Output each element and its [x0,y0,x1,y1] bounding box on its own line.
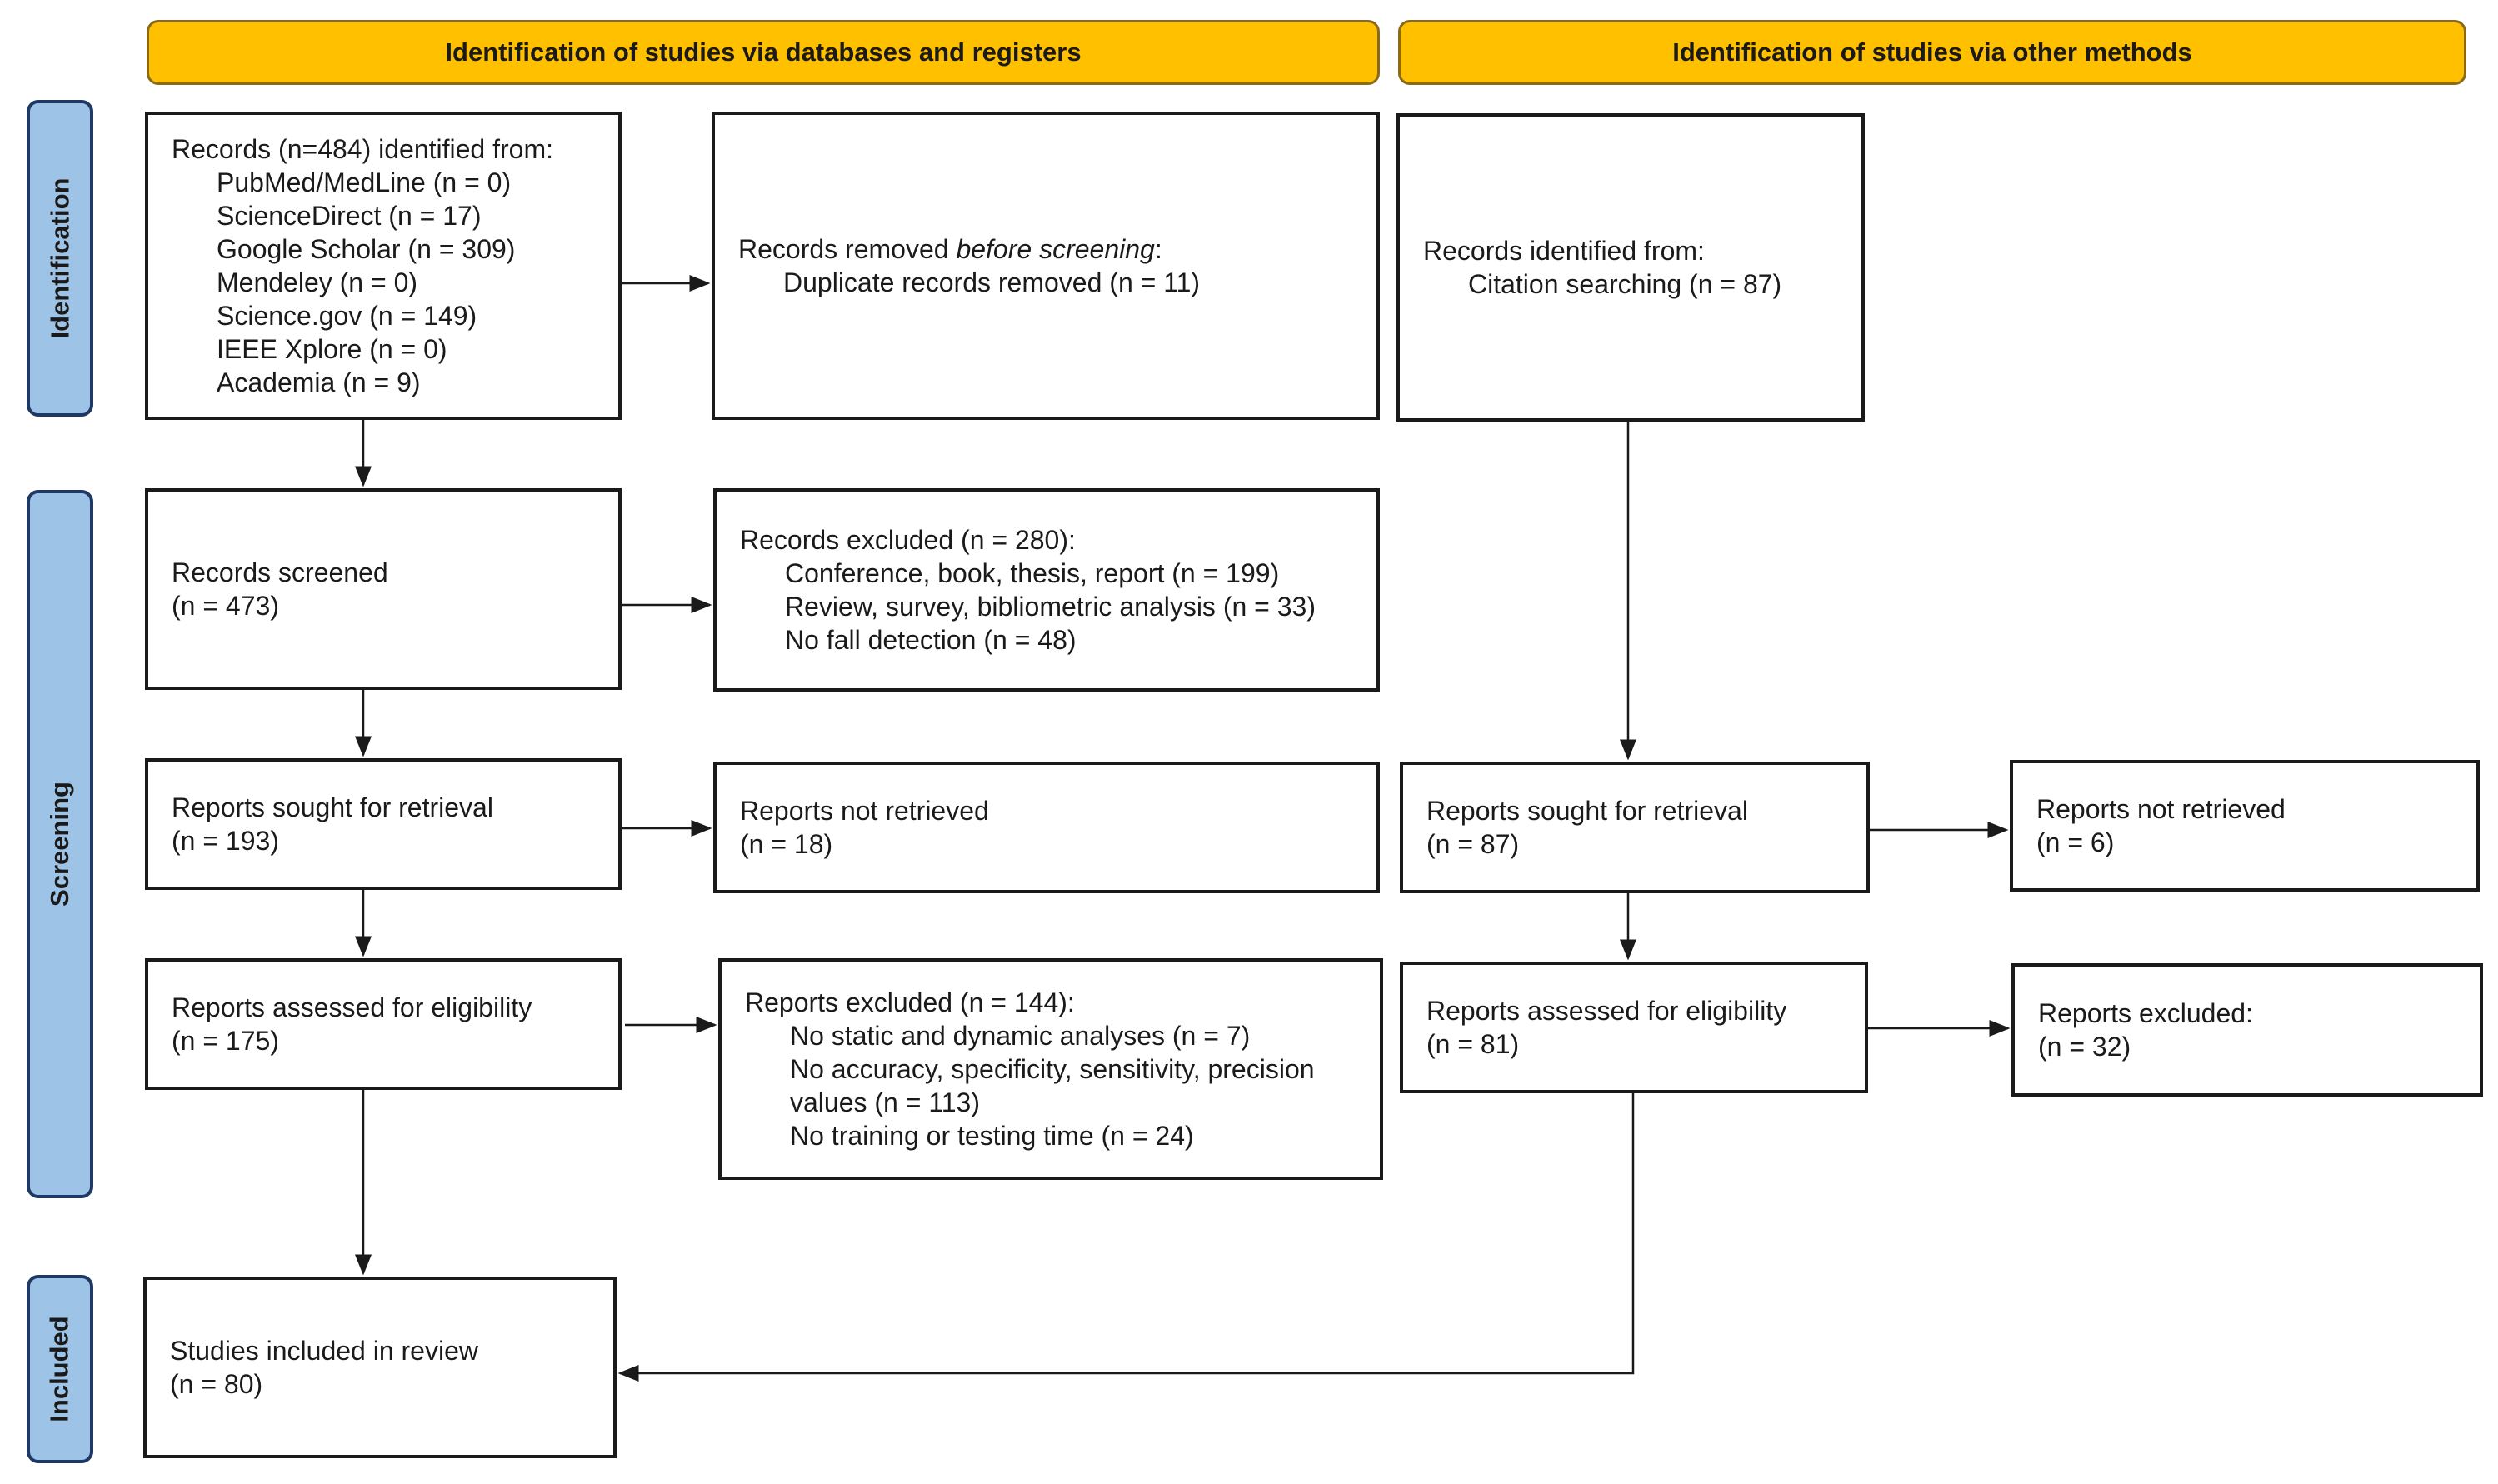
exclusion-item: No training or testing time (n = 24) [790,1121,1194,1151]
phase-included: Included [27,1275,93,1463]
source-item: Academia (n = 9) [217,367,421,397]
records-identified-title: Records (n=484) identified from: [172,134,553,164]
phase-screening: Screening [27,490,93,1198]
arrow-other-to-included [617,1093,1635,1382]
studies-included-count: (n = 80) [170,1369,263,1399]
reports-not-retrieved-other-title: Reports not retrieved [2036,794,2286,824]
box-studies-included: Studies included in review (n = 80) [143,1277,617,1458]
records-screened-count: (n = 473) [172,591,279,621]
exclusion-item: Review, survey, bibliometric analysis (n… [785,592,1316,622]
reports-sought-count: (n = 193) [172,826,279,856]
reports-sought-title: Reports sought for retrieval [172,792,493,822]
header-other-methods: Identification of studies via other meth… [1398,20,2466,85]
exclusion-item: No accuracy, specificity, sensitivity, p… [790,1054,1315,1084]
box-reports-not-retrieved-db: Reports not retrieved (n = 18) [713,762,1380,893]
box-reports-sought-db: Reports sought for retrieval (n = 193) [145,758,622,890]
box-records-screened: Records screened (n = 473) [145,488,622,690]
box-reports-excluded-other: Reports excluded: (n = 32) [2011,963,2483,1097]
exclusion-item: No fall detection (n = 48) [785,625,1077,655]
reports-assessed-title: Reports assessed for eligibility [172,992,532,1022]
box-reports-excluded-db: Reports excluded (n = 144): No static an… [718,958,1383,1180]
citation-searching: Citation searching (n = 87) [1468,269,1782,299]
exclusion-item: values (n = 113) [790,1087,980,1117]
source-item: Mendeley (n = 0) [217,267,418,297]
reports-excluded-other-count: (n = 32) [2038,1032,2131,1062]
header-databases-registers: Identification of studies via databases … [147,20,1380,85]
phase-identification: Identification [27,100,93,417]
box-records-identified: Records (n=484) identified from: PubMed/… [145,112,622,420]
reports-sought-other-count: (n = 87) [1426,829,1520,859]
box-reports-assessed-db: Reports assessed for eligibility (n = 17… [145,958,622,1090]
box-reports-assessed-other: Reports assessed for eligibility (n = 81… [1400,962,1868,1093]
box-records-identified-other: Records identified from: Citation search… [1396,113,1865,422]
box-records-removed: Records removed before screening: Duplic… [712,112,1380,420]
reports-assessed-count: (n = 175) [172,1026,279,1056]
reports-excluded-title: Reports excluded (n = 144): [745,987,1075,1017]
records-excluded-title: Records excluded (n = 280): [740,525,1076,555]
reports-assessed-other-count: (n = 81) [1426,1029,1520,1059]
exclusion-item: Conference, book, thesis, report (n = 19… [785,558,1280,588]
reports-not-retrieved-other-count: (n = 6) [2036,827,2115,857]
reports-assessed-other-title: Reports assessed for eligibility [1426,996,1787,1026]
records-identified-other-title: Records identified from: [1423,236,1705,266]
records-screened-title: Records screened [172,557,388,587]
records-removed-suffix: : [1154,234,1162,264]
source-item: Science.gov (n = 149) [217,301,477,331]
source-item: ScienceDirect (n = 17) [217,201,482,231]
reports-sought-other-title: Reports sought for retrieval [1426,796,1748,826]
records-removed-emphasis: before screening [956,234,1155,264]
studies-included-title: Studies included in review [170,1336,478,1366]
reports-not-retrieved-title: Reports not retrieved [740,796,989,826]
reports-excluded-other-title: Reports excluded: [2038,998,2253,1028]
box-reports-not-retrieved-other: Reports not retrieved (n = 6) [2010,760,2480,892]
source-item: IEEE Xplore (n = 0) [217,334,447,364]
reports-not-retrieved-count: (n = 18) [740,829,833,859]
records-removed-title: Records removed before screening: [738,232,1353,266]
source-item: PubMed/MedLine (n = 0) [217,167,512,197]
box-records-excluded: Records excluded (n = 280): Conference, … [713,488,1380,692]
box-reports-sought-other: Reports sought for retrieval (n = 87) [1400,762,1870,893]
exclusion-item: No static and dynamic analyses (n = 7) [790,1021,1251,1051]
duplicates-removed: Duplicate records removed (n = 11) [783,267,1201,297]
source-item: Google Scholar (n = 309) [217,234,516,264]
records-removed-prefix: Records removed [738,234,957,264]
